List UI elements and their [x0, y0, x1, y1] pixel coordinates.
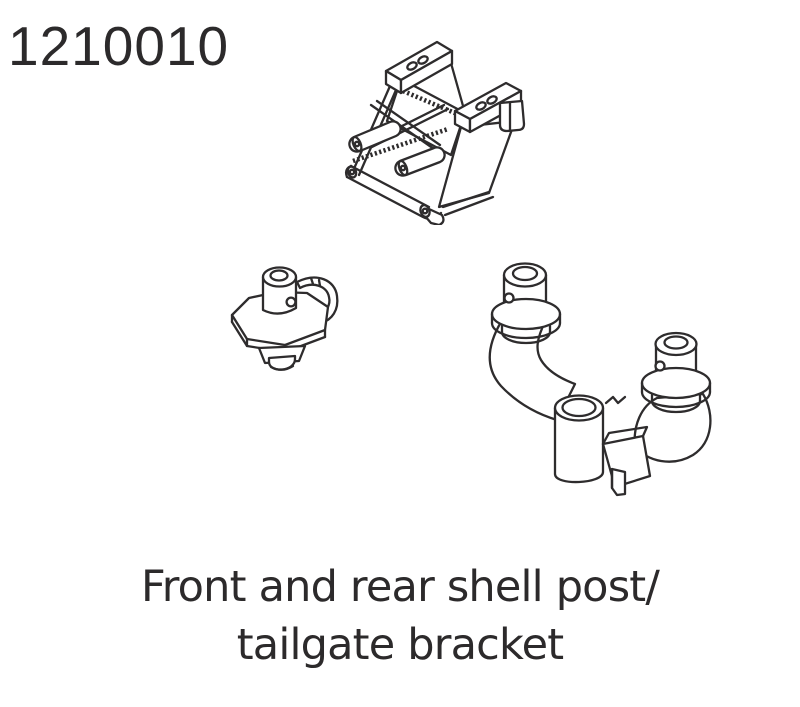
- post-cylinder: [261, 266, 298, 315]
- caption-line-1: Front and rear shell post/: [140, 562, 660, 612]
- mounting-rail-left: [384, 40, 454, 95]
- bracket-bottom-strap: [344, 164, 495, 225]
- mounting-rail-right: [453, 81, 526, 134]
- left-shell-post: [490, 262, 562, 345]
- caption-line-2: tailgate bracket: [236, 620, 564, 671]
- hinge-tube: [348, 120, 402, 153]
- tailgate-bracket-drawing: [344, 40, 526, 225]
- post-base: [230, 290, 330, 371]
- post-side-hole: [285, 296, 297, 308]
- right-curved-arm: [633, 392, 712, 463]
- shell-post-pair-bracket-drawing: [488, 262, 712, 497]
- bracket-center-panel: [385, 77, 467, 157]
- part-number: 1210010: [8, 15, 230, 77]
- hinge-tube: [394, 146, 446, 177]
- right-shell-post: [640, 331, 712, 414]
- part-caption: Front and rear shell post/ tailgate brac…: [0, 558, 800, 675]
- center-tube: [553, 394, 605, 484]
- serrated-edge: [352, 126, 449, 164]
- shell-post-drawing: [230, 266, 339, 371]
- tailgate-box-bracket: [601, 425, 652, 497]
- clip-detail: [604, 395, 627, 405]
